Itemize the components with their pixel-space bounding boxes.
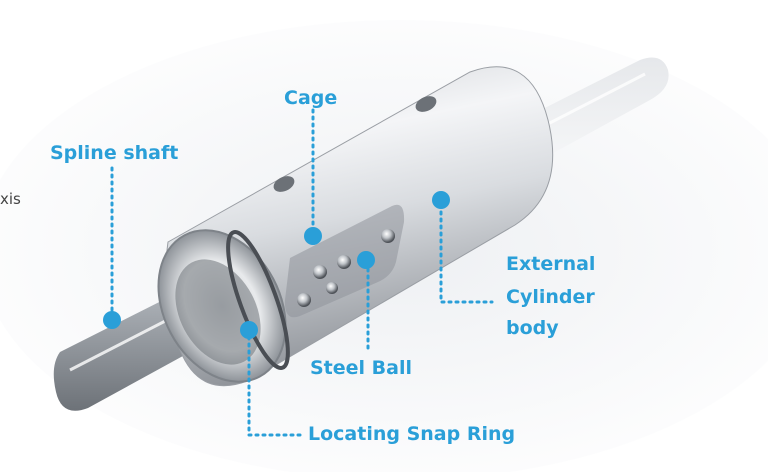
label-external-line1: External: [506, 253, 596, 275]
marker-external-cylinder: [432, 191, 450, 209]
label-spline-shaft: Spline shaft: [50, 142, 179, 164]
steel-ball: [313, 265, 327, 279]
marker-spline-shaft: [103, 311, 121, 329]
marker-snap-ring: [240, 321, 258, 339]
steel-ball: [297, 293, 311, 307]
label-external-line3: body: [506, 317, 559, 339]
leader-snap-ring: [247, 328, 302, 437]
label-cage: Cage: [284, 87, 338, 109]
bore: [175, 259, 261, 365]
lube-hole: [415, 96, 437, 112]
marker-steel-ball: [357, 251, 375, 269]
steel-ball: [326, 282, 338, 294]
lube-hole: [273, 176, 295, 192]
label-steel-ball: Steel Ball: [310, 357, 412, 379]
leader-external-cylinder: [439, 203, 494, 304]
steel-ball: [381, 229, 395, 243]
label-snap-ring: Locating Snap Ring: [308, 423, 516, 445]
cropped-side-text: xis: [0, 190, 21, 208]
marker-cage: [304, 227, 322, 245]
label-external-line2: Cylinder: [506, 286, 595, 308]
locating-snap-ring: [226, 230, 290, 370]
steel-ball: [337, 255, 351, 269]
